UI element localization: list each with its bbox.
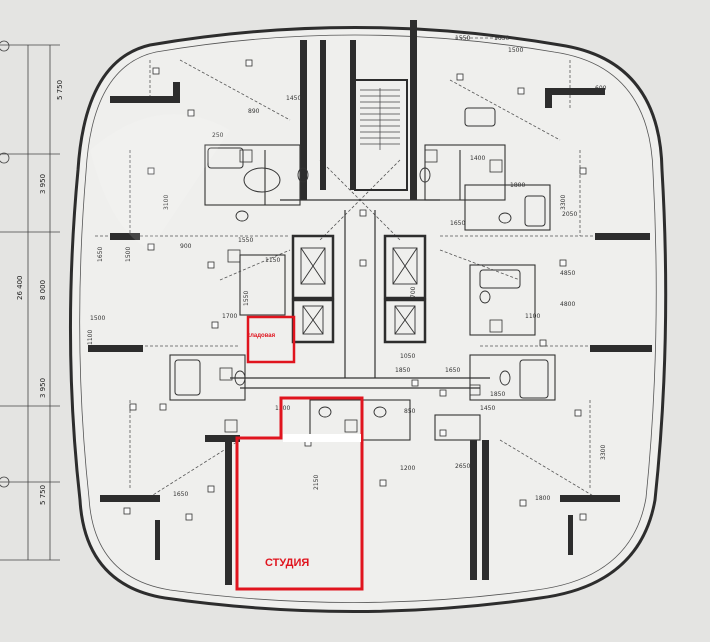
dim-text: 1200 [400,465,415,472]
dim-text: 1450 [286,95,301,102]
dim-text: 1550 [455,35,470,42]
dim-text: 1850 [395,367,410,374]
walls [88,20,652,585]
interior-dimensions: 1450 250 890 3100 1650 1500 1550 1700 11… [87,35,607,502]
studio-label: СТУДИЯ [265,557,309,569]
building-outline-inner [79,34,657,603]
dim-text: 1650 [97,247,104,262]
dim-left-1: 5 750 [56,80,64,100]
dim-text: 4850 [560,270,575,277]
dim-text: 1500 [90,315,105,322]
dim-text: 1050 [400,353,415,360]
dim-text: 1500 [508,47,523,54]
dim-left-6: 5 750 [39,485,47,505]
room-partitions [169,144,556,441]
dim-text: 1100 [87,330,94,345]
dim-text: 1400 [470,155,485,162]
dim-text: 1800 [535,495,550,502]
dim-text: 1100 [525,313,540,320]
storage-label: кладовая [247,333,276,339]
dim-text: 2650 [455,463,470,470]
dim-text: 1800 [510,182,525,189]
storage-outline [246,315,296,364]
dim-text: 250 [212,132,224,139]
dim-text: 4800 [560,301,575,308]
dim-left-3: 26 400 [16,276,24,301]
corridor [230,199,490,389]
dim-text: 2050 [562,211,577,218]
dim-text: 1300 [275,405,290,412]
dim-text: 1650 [173,491,188,498]
dim-text: 3100 [163,195,170,210]
dim-text: 3300 [560,195,567,210]
column-icon [123,59,587,521]
dim-text: 1700 [222,313,237,320]
studio-door-gap [283,434,361,442]
studio-outline [235,396,364,591]
bathtub-icon [174,107,549,399]
dim-text: 1650 [450,220,465,227]
dim-text: 3300 [600,445,607,460]
toilet-icon [234,167,512,418]
elevator-icon [300,247,418,335]
building-outline [68,26,668,613]
dim-text: 1450 [480,405,495,412]
dim-text: 2150 [313,475,320,490]
left-dimension-labels: 5 750 3 950 26 400 8 000 3 950 5 750 [16,80,64,505]
dim-text: 1650 [445,367,460,374]
dim-left-4: 8 000 [39,280,47,300]
dim-text: 850 [404,408,416,415]
dim-text: 1650 [494,35,509,42]
dim-text: 890 [248,108,260,115]
stair-icon [360,88,400,150]
dim-text: 1850 [490,391,505,398]
dim-left-5: 3 950 [39,378,47,398]
left-dimension-chain [0,40,60,561]
dim-text: 1500 [125,247,132,262]
dim-text: 1550 [238,237,253,244]
dim-left-2: 3 950 [39,174,47,194]
dim-text: 900 [180,243,192,250]
dim-text: 600 [595,85,607,92]
paper-glare [90,114,230,250]
dim-text: 1550 [243,291,250,306]
staircase [354,79,408,191]
dim-text: 1150 [265,257,280,264]
dim-text: 700 [410,286,417,298]
